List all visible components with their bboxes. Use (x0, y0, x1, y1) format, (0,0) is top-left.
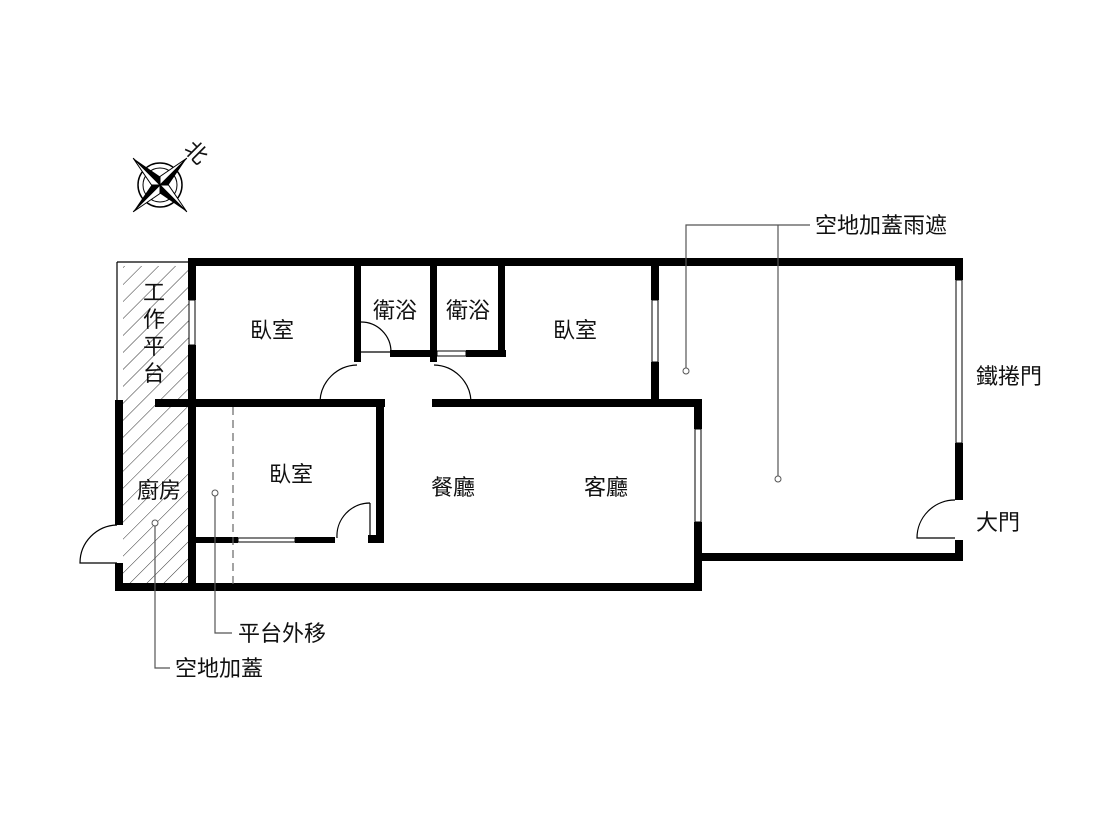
platform-moved-out-label: 平台外移 (238, 622, 326, 647)
bathroom-2-label: 衛浴 (446, 299, 490, 324)
work-platform-hatch (123, 266, 192, 587)
bedroom-2-label: 臥室 (553, 319, 597, 344)
svg-text:作: 作 (143, 308, 165, 333)
open-space-extension-label: 空地加蓋 (175, 657, 263, 682)
leader-lines (151, 224, 810, 669)
dining-room-label: 餐廳 (431, 476, 475, 501)
compass-icon (132, 157, 188, 213)
bathroom-1-label: 衛浴 (373, 299, 417, 324)
rolling-door-label: 鐵捲門 (976, 365, 1042, 390)
walls (115, 258, 963, 591)
windows (188, 279, 963, 543)
main-door-label: 大門 (976, 511, 1020, 536)
kitchen-label: 廚房 (137, 479, 181, 504)
living-room-label: 客廳 (584, 476, 628, 501)
work-platform-label: 工 作 平 台 (143, 281, 165, 387)
bedroom-3-label: 臥室 (269, 463, 313, 488)
north-label: 北 (179, 137, 212, 170)
svg-text:工: 工 (143, 281, 165, 306)
bedroom-1-label: 臥室 (250, 319, 294, 344)
svg-text:平: 平 (143, 335, 165, 360)
doors (79, 321, 956, 587)
svg-text:台: 台 (143, 362, 165, 387)
canopy-extension-label: 空地加蓋雨遮 (815, 214, 947, 239)
